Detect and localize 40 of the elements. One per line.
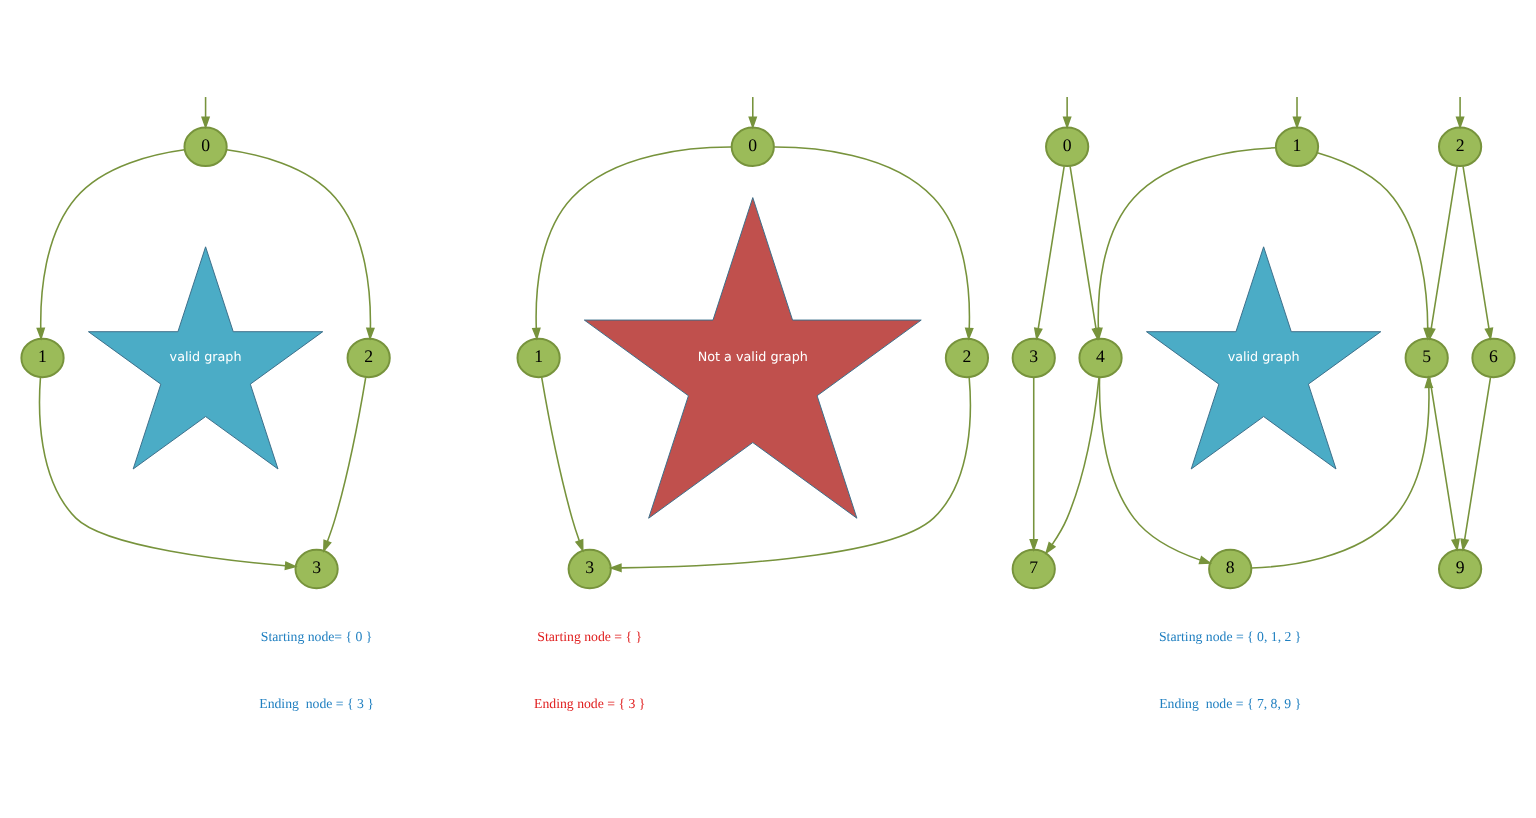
node-circle: 8 [1208, 548, 1253, 590]
arrow [1455, 96, 1465, 130]
arrow [1250, 375, 1434, 569]
node-circle: 5 [1404, 337, 1449, 379]
arrow [1292, 96, 1302, 130]
node-circle: 7 [1011, 548, 1056, 590]
node-circle: 0 [730, 126, 775, 168]
node-circle: 2 [346, 337, 391, 379]
arrow [540, 376, 584, 553]
node-circle: 3 [1011, 337, 1056, 379]
node-circle: 2 [1438, 126, 1483, 168]
node-circle: 2 [944, 337, 990, 379]
arrow [1029, 376, 1039, 552]
arrow [201, 96, 211, 130]
arrow [225, 148, 375, 341]
node-circle: 6 [1471, 337, 1516, 379]
node-circle: 1 [1274, 126, 1320, 168]
node-circle: 4 [1078, 337, 1123, 379]
node-circle: 0 [183, 126, 228, 168]
node-circle: 9 [1438, 548, 1483, 590]
arrow [36, 148, 186, 341]
arrow [322, 376, 367, 553]
arrow [531, 146, 733, 341]
arrow [748, 96, 758, 130]
node-circle: 3 [567, 548, 612, 590]
arrow [1426, 165, 1458, 341]
arrow [1044, 376, 1100, 555]
arrow [1462, 165, 1494, 341]
arrow [1428, 376, 1460, 552]
arrow [38, 376, 298, 571]
node-circle: 0 [1045, 126, 1090, 168]
arrow [608, 376, 972, 573]
node-circle: 1 [20, 337, 65, 379]
arrow [1098, 376, 1213, 565]
arrow [773, 146, 974, 341]
arrow [1062, 96, 1072, 130]
arrow [1460, 376, 1492, 552]
node-circle: 3 [294, 548, 339, 590]
node-circle: 1 [516, 337, 561, 379]
arrow [1033, 165, 1065, 341]
